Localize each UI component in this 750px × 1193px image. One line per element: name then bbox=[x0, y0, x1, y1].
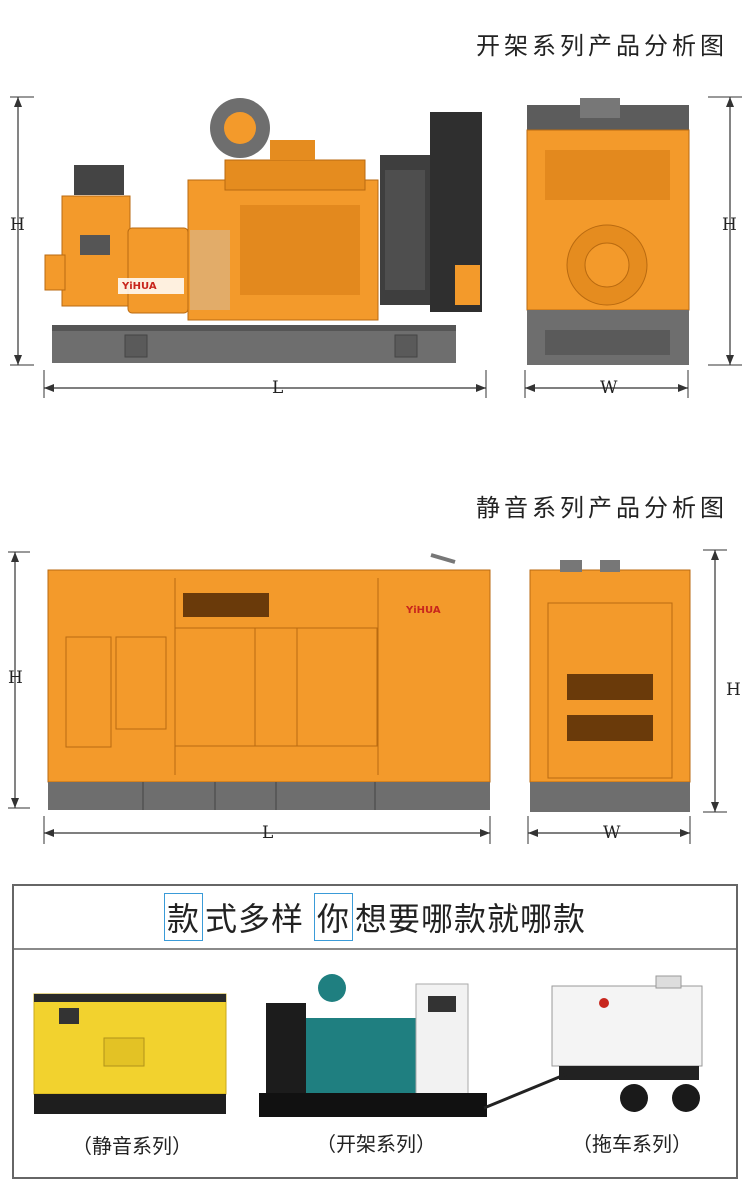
banner-boxed-1: 款 bbox=[163, 893, 203, 941]
open-length-label: L bbox=[272, 378, 284, 398]
silent-diagram bbox=[8, 549, 727, 844]
trailer-genset-image bbox=[483, 975, 703, 1112]
silent-width-label: W bbox=[603, 823, 621, 843]
caption-silent: （静音系列） bbox=[72, 1134, 192, 1158]
open-side-height-label: H bbox=[722, 215, 737, 235]
silent-side-height-label: H bbox=[726, 680, 741, 700]
open-brand-logo: YiHUA bbox=[122, 281, 157, 292]
product-images bbox=[33, 974, 703, 1117]
open-genset-image bbox=[259, 974, 487, 1117]
banner-heading: 款 式多样 你 想要哪款就哪款 bbox=[14, 886, 736, 950]
silent-title: 静音系列产品分析图 bbox=[476, 494, 728, 522]
silent-genset-image bbox=[33, 993, 227, 1114]
open-height-label: H bbox=[10, 215, 25, 235]
banner-text-1: 式多样 bbox=[204, 900, 304, 938]
caption-open-frame: （开架系列） bbox=[316, 1132, 436, 1156]
product-series-panel: 款 式多样 你 想要哪款就哪款 bbox=[12, 884, 738, 1179]
silent-height-label: H bbox=[8, 668, 23, 688]
open-frame-title: 开架系列产品分析图 bbox=[476, 32, 728, 60]
silent-length-label: L bbox=[262, 823, 274, 843]
open-width-label: W bbox=[600, 378, 618, 398]
banner-boxed-2: 你 bbox=[314, 893, 354, 941]
silent-brand-logo: YiHUA bbox=[406, 605, 441, 616]
caption-trailer: （拖车系列） bbox=[572, 1132, 692, 1156]
open-frame-diagram bbox=[10, 96, 742, 398]
banner-text-2: 想要哪款就哪款 bbox=[355, 900, 587, 938]
